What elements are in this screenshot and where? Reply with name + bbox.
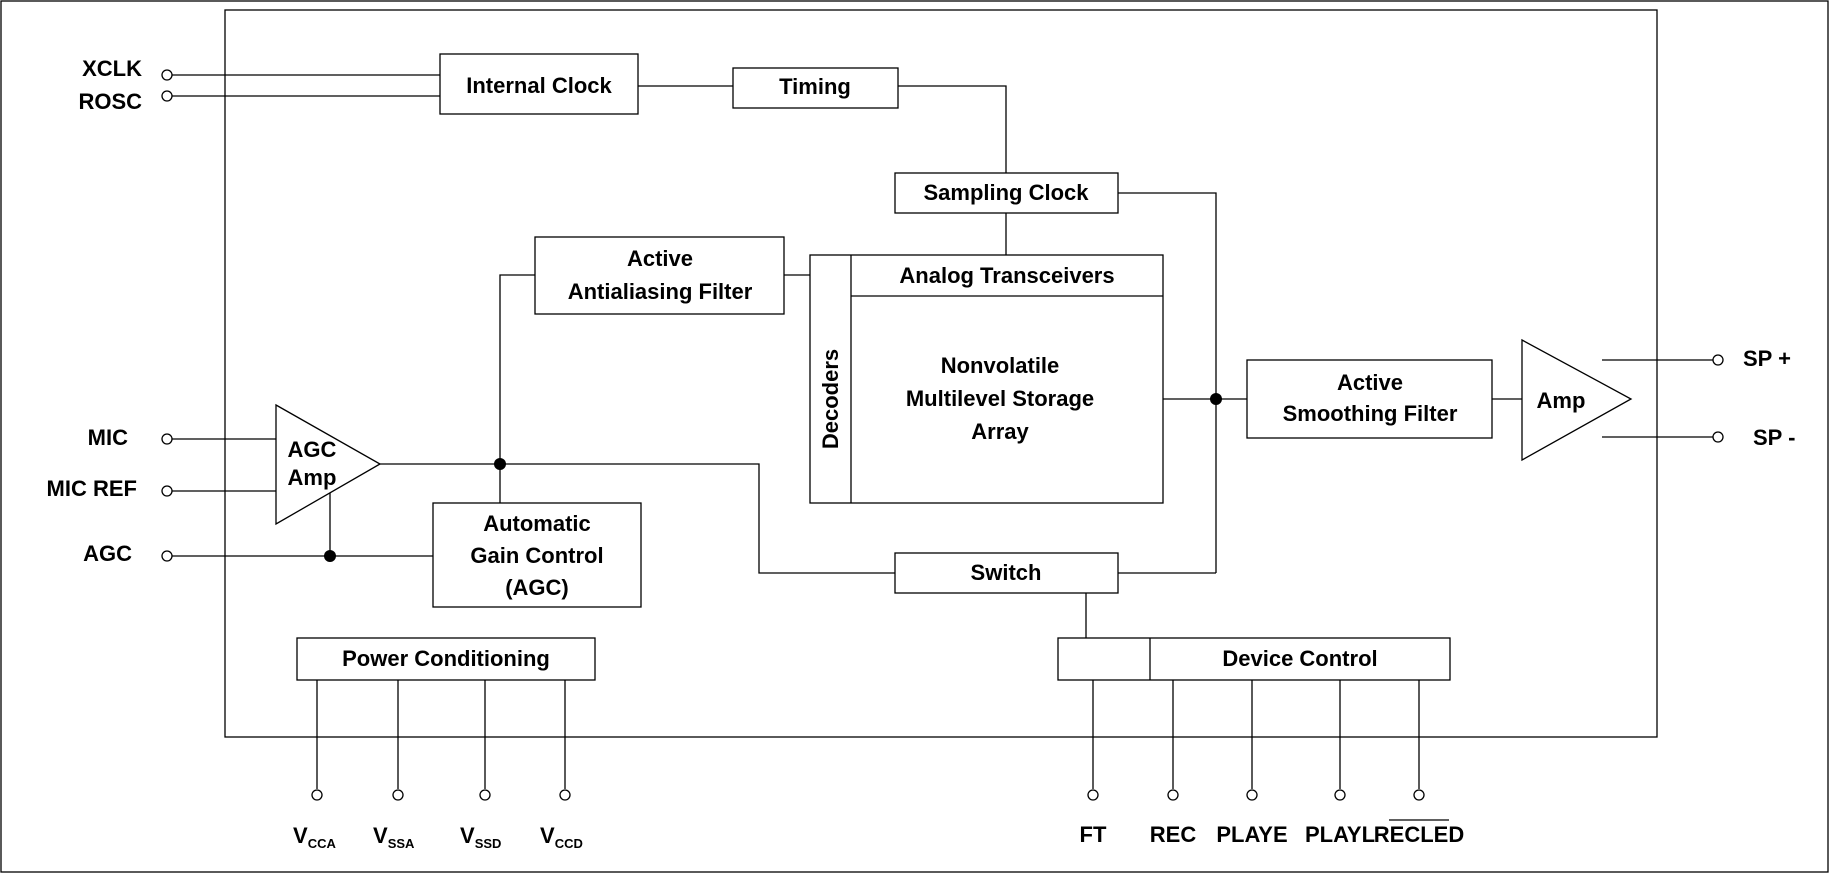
device-control-block xyxy=(1057,637,1451,681)
pin-label-agc: AGC xyxy=(83,541,132,566)
pin-label-playl: PLAYL xyxy=(1305,822,1375,847)
pin-label-mic-ref: MIC REF xyxy=(47,476,137,501)
antialiasing-filter-block xyxy=(534,236,785,315)
pin-label-playe: PLAYE xyxy=(1216,822,1287,847)
agc-control-label-line2: Gain Control xyxy=(470,543,603,568)
power-conditioning-label: Power Conditioning xyxy=(342,646,550,671)
pin-label-vssd: VSSD xyxy=(460,823,501,851)
wires xyxy=(172,74,1713,789)
agc-control-label-line1: Automatic xyxy=(483,511,591,536)
timing-block xyxy=(732,67,899,109)
junction-dot xyxy=(1210,393,1222,405)
power-conditioning-block xyxy=(296,637,596,681)
decoders-label: Decoders xyxy=(818,349,843,449)
agc-amp-label-line1: AGC xyxy=(288,437,337,462)
analog-transceivers-label: Analog Transceivers xyxy=(899,263,1114,288)
storage-label-line3: Array xyxy=(971,419,1029,444)
pin-label-xclk: XCLK xyxy=(82,56,142,81)
agc-amp-triangle xyxy=(275,403,382,526)
storage-label-line2: Multilevel Storage xyxy=(906,386,1094,411)
antialias-label-line2: Antialiasing Filter xyxy=(568,279,753,304)
pin-circles xyxy=(161,69,1724,801)
switch-block xyxy=(894,552,1119,594)
chip-boundary xyxy=(224,9,1658,738)
smoothing-filter-block xyxy=(1246,359,1493,439)
pin-label-sp-plus: SP + xyxy=(1743,346,1791,371)
device-control-label: Device Control xyxy=(1222,646,1377,671)
storage-label-line1: Nonvolatile xyxy=(941,353,1060,378)
timing-label: Timing xyxy=(779,74,851,99)
antialias-label-line1: Active xyxy=(627,246,693,271)
sampling-clock-block xyxy=(894,172,1119,214)
smoothing-label-line1: Active xyxy=(1337,370,1403,395)
agc-amp-label-line2: Amp xyxy=(288,465,337,490)
pin-label-vcca: VCCA xyxy=(293,823,336,851)
smoothing-label-line2: Smoothing Filter xyxy=(1283,401,1458,426)
junction-dot xyxy=(494,458,506,470)
storage-array-block xyxy=(809,254,1164,504)
output-amp-label: Amp xyxy=(1537,388,1586,413)
agc-control-block xyxy=(432,502,642,608)
pin-label-vccd: VCCD xyxy=(540,823,583,851)
agc-control-label-line3: (AGC) xyxy=(505,575,569,600)
pin-label-rec: REC xyxy=(1150,822,1197,847)
internal-clock-block xyxy=(439,53,639,115)
pin-label-rosc: ROSC xyxy=(78,89,142,114)
pin-label-recled: RECLED xyxy=(1374,822,1464,847)
pin-label-mic: MIC xyxy=(88,425,128,450)
junction-dot xyxy=(324,550,336,562)
pin-label-ft: FT xyxy=(1080,822,1107,847)
pin-label-vssa: VSSA xyxy=(373,823,415,851)
switch-label: Switch xyxy=(971,560,1042,585)
output-amp-triangle xyxy=(1521,338,1633,462)
pin-label-sp-minus: SP - xyxy=(1753,425,1795,450)
sampling-clock-label: Sampling Clock xyxy=(923,180,1089,205)
internal-clock-label: Internal Clock xyxy=(466,73,612,98)
